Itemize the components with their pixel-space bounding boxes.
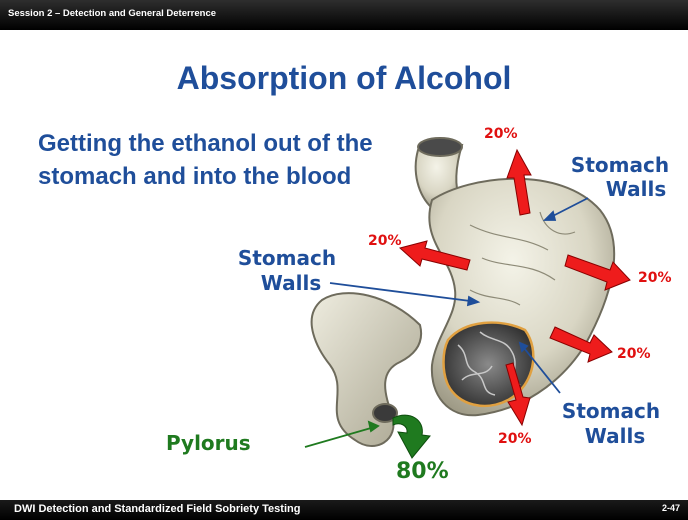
footer-bar: DWI Detection and Standardized Field Sob… [0,500,688,520]
walls-label-bottom-line1: Stomach [562,399,660,423]
walls-label-bottom-line2: Walls [585,424,645,448]
esophagus-opening [418,138,462,156]
stomach-diagram: 20% 20% 20% 20% 20% 80% Stomach Walls St… [0,0,688,500]
pct-right-lower: 20% [617,346,651,362]
walls-label-top-line2: Walls [606,177,666,201]
pct-right-upper: 20% [638,270,672,286]
walls-label-top-line1: Stomach [571,153,669,177]
course-title: DWI Detection and Standardized Field Sob… [14,503,300,515]
arrow-pylorus [393,415,430,458]
pct-left: 20% [368,233,402,249]
pct-pylorus: 80% [396,459,449,484]
pct-bottom: 20% [498,431,532,447]
pylorus-label: Pylorus [166,431,251,455]
page-number: 2-47 [662,503,680,513]
walls-label-mid-line2: Walls [261,271,321,295]
walls-label-mid-line1: Stomach [238,246,336,270]
pct-top: 20% [484,126,518,142]
